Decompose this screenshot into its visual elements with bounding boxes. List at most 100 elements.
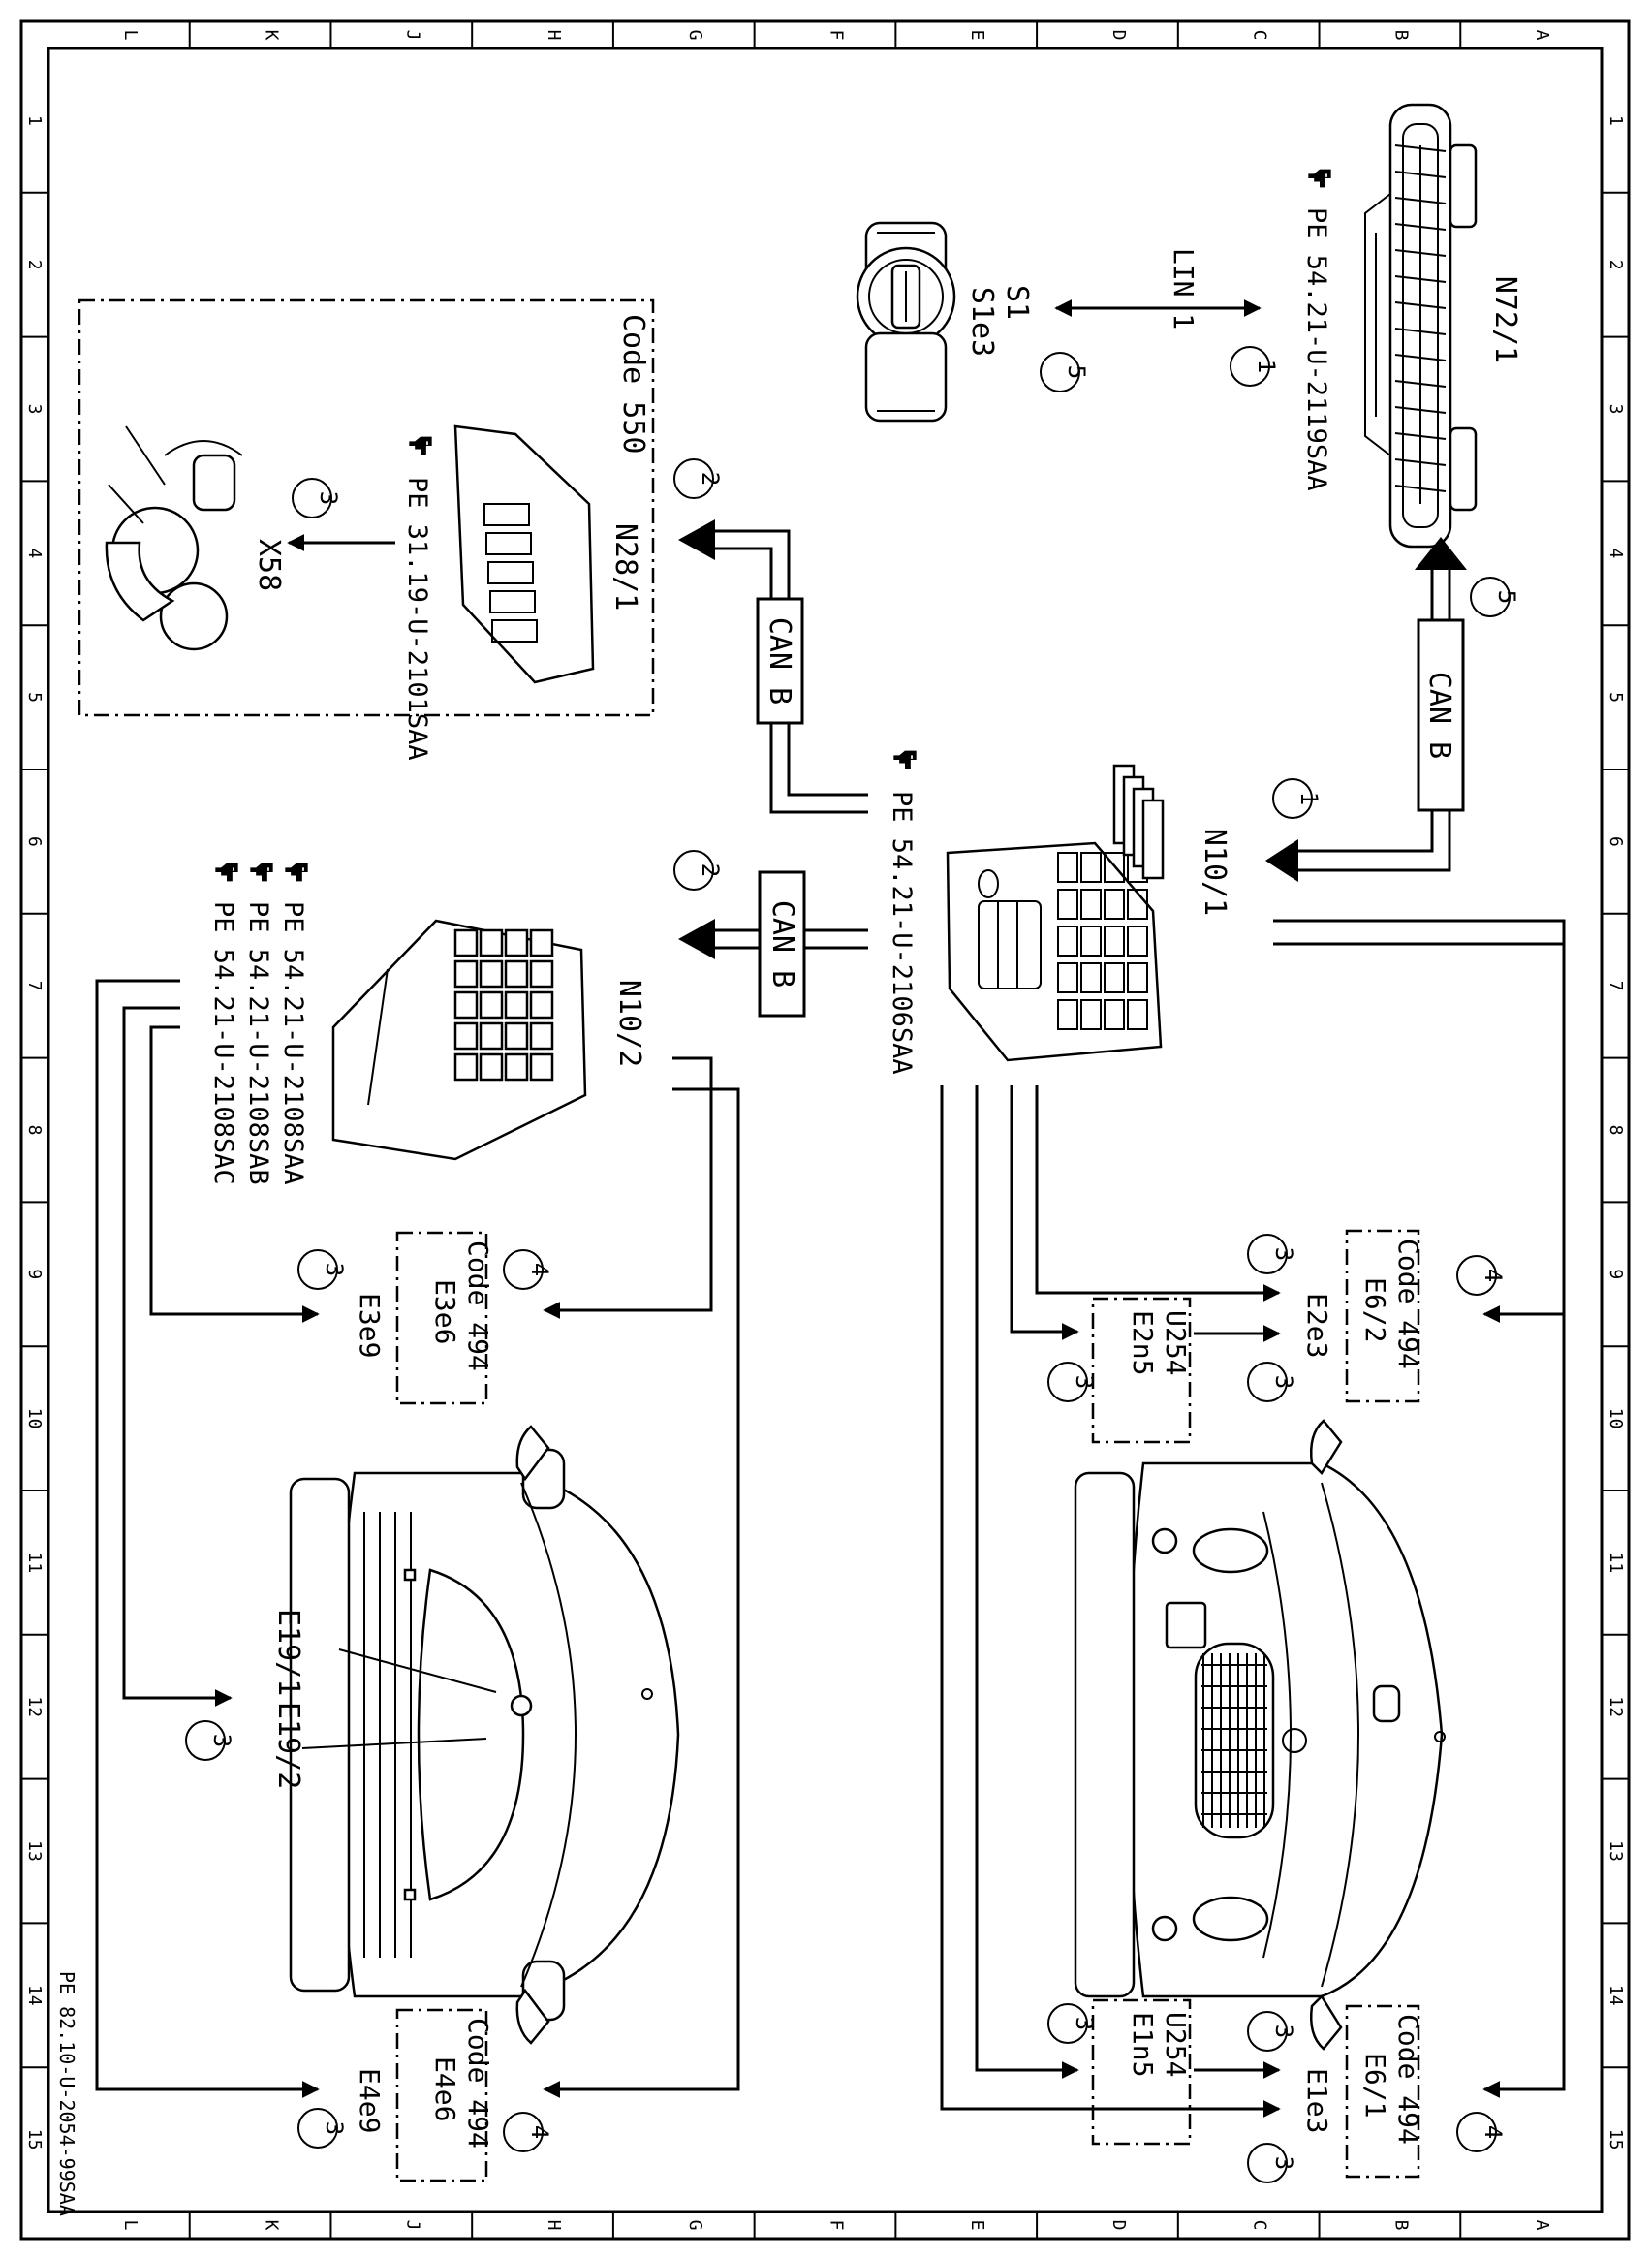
svg-text:3: 3 — [208, 1734, 235, 1747]
can-b-bus-lower — [678, 870, 868, 1018]
grid-letter-f-top: F — [826, 30, 847, 41]
grid-number-11-left: 11 — [24, 1553, 45, 1574]
svg-text:3: 3 — [315, 491, 342, 505]
marker-1-can: 1 — [1272, 778, 1323, 819]
grid-number-10-left: 10 — [24, 1408, 45, 1429]
e19-leader-lines — [301, 1648, 497, 1749]
light-switch-s1 — [856, 221, 956, 423]
overhead-panel-n72-1 — [1364, 103, 1478, 549]
marker-3-e2e3: 3 — [1247, 1234, 1297, 1274]
grid-number-12-left: 12 — [24, 1696, 45, 1717]
pe-ref-n10-2-c: PE 54.21-U-2108SAC — [208, 901, 238, 1185]
can-b-bus-upper — [678, 519, 868, 814]
grid-number-13-left: 13 — [24, 1840, 45, 1862]
code-494-box-e6-1 — [1345, 2004, 1420, 2179]
grid-letter-l-top: L — [120, 30, 140, 41]
sam-module-n10-1 — [946, 764, 1165, 1062]
grid-number-11-right: 11 — [1605, 1553, 1626, 1574]
label-s1e3: S1e3 — [965, 287, 999, 357]
sheet-frame — [19, 19, 1631, 2241]
svg-text:5: 5 — [1493, 590, 1520, 604]
label-n10-1: N10/1 — [1198, 829, 1231, 916]
grid-number-1-right: 1 — [1605, 115, 1626, 126]
grid-number-6-left: 6 — [24, 836, 45, 847]
marker-3-e4e9: 3 — [297, 2108, 348, 2149]
grid-letter-h-top: H — [544, 30, 564, 41]
grid-letter-g-bottom: G — [685, 2220, 705, 2231]
grid-number-9-left: 9 — [24, 1269, 45, 1279]
grid-number-4-left: 4 — [24, 548, 45, 558]
label-can-b-lower: CAN B — [765, 900, 799, 988]
label-u254-top: U254 — [1160, 1310, 1192, 1375]
pe-refs-n10-2 — [214, 862, 309, 883]
svg-text:3: 3 — [1071, 1375, 1098, 1389]
svg-text:4: 4 — [1480, 2125, 1507, 2139]
code-494-box-e4 — [395, 2008, 488, 2182]
svg-text:1: 1 — [1295, 792, 1323, 805]
svg-text:3: 3 — [1270, 2156, 1297, 2170]
marker-3-e1n5: 3 — [1047, 2003, 1098, 2044]
grid-number-8-right: 8 — [1605, 1125, 1626, 1136]
trailer-socket-x58 — [105, 425, 243, 651]
grid-number-1-left: 1 — [24, 115, 45, 126]
grid-number-14-left: 14 — [24, 1985, 45, 2006]
label-code-494-e6-1: Code 494 — [1392, 2014, 1424, 2145]
label-e6-2: E6/2 — [1359, 1277, 1391, 1342]
grid-number-12-right: 12 — [1605, 1696, 1626, 1717]
grid-letter-j-bottom: J — [402, 2220, 422, 2231]
grid-number-3-right: 3 — [1605, 404, 1626, 415]
grid-letter-d-top: D — [1108, 30, 1129, 41]
grid-number-10-right: 10 — [1605, 1408, 1626, 1429]
marker-2-upper: 2 — [673, 458, 724, 499]
vehicle-rear-view — [289, 1425, 680, 2045]
label-e3e9: E3e9 — [354, 1293, 386, 1358]
label-lin1: LIN 1 — [1168, 248, 1200, 330]
label-u254-bottom: U254 — [1160, 2012, 1192, 2077]
marker-4-e6-2: 4 — [1456, 1255, 1507, 1296]
grid-number-14-right: 14 — [1605, 1985, 1626, 2006]
code-494-box-e6-2 — [1345, 1229, 1420, 1403]
grid-letter-k-top: K — [262, 30, 282, 41]
svg-text:3: 3 — [1270, 1375, 1297, 1389]
grid-letter-c-bottom: C — [1250, 2220, 1270, 2231]
front-wiring — [940, 919, 1566, 2118]
label-can-b-upper: CAN B — [763, 617, 796, 705]
marker-3-e2n5: 3 — [1047, 1362, 1098, 1402]
label-e1e3: E1e3 — [1301, 2068, 1333, 2133]
svg-text:2: 2 — [697, 863, 724, 877]
grid-number-15-right: 15 — [1605, 2129, 1626, 2150]
marker-3-e3e9: 3 — [297, 1249, 348, 1290]
label-e2e3: E2e3 — [1301, 1293, 1333, 1358]
grid-number-7-left: 7 — [24, 981, 45, 991]
label-e1n5: E1n5 — [1127, 2012, 1159, 2077]
svg-text:3: 3 — [321, 2121, 348, 2135]
grid-number-2-right: 2 — [1605, 260, 1626, 270]
marker-4-e3e6: 4 — [503, 1249, 553, 1290]
grid-letter-k-bottom: K — [262, 2220, 282, 2231]
pe-ref-n72-1: PE 54.21-U-2119SAA — [1301, 207, 1331, 491]
grid-number-5-left: 5 — [24, 692, 45, 703]
marker-3-e1e3-b: 3 — [1247, 2143, 1297, 2183]
grid-number-4-right: 4 — [1605, 548, 1626, 558]
label-s1: S1 — [1000, 285, 1034, 320]
svg-text:4: 4 — [1480, 1269, 1507, 1282]
label-n10-2: N10/2 — [612, 980, 646, 1067]
grid-number-8-left: 8 — [24, 1125, 45, 1136]
marker-2-lower: 2 — [673, 850, 724, 891]
marker-3-e19: 3 — [185, 1720, 235, 1761]
grid-letter-d-bottom: D — [1108, 2220, 1129, 2231]
label-n28-1: N28/1 — [608, 523, 642, 611]
grid-number-5-right: 5 — [1605, 692, 1626, 703]
code-550-box — [78, 298, 655, 717]
can-b-bus-right — [1265, 537, 1467, 882]
label-code-550: Code 550 — [616, 314, 650, 455]
grid-letter-a-bottom: A — [1532, 2220, 1552, 2231]
svg-text:2: 2 — [697, 472, 724, 486]
svg-text:1: 1 — [1253, 360, 1280, 373]
marker-5-s1: 5 — [1040, 352, 1090, 392]
grid-letter-b-bottom: B — [1390, 2220, 1411, 2231]
grid-letter-e-top: E — [967, 30, 987, 41]
grid-letter-g-top: G — [685, 30, 705, 41]
